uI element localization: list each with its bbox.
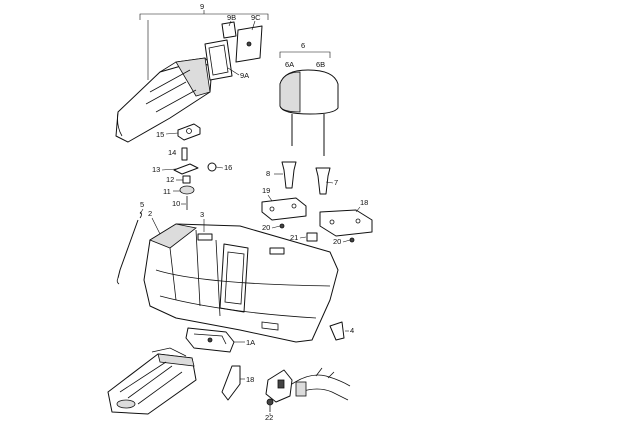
- callout-8: 8: [266, 169, 270, 178]
- armrest-frame-9a: [204, 39, 233, 81]
- callout-6: 6: [301, 41, 305, 50]
- callout-6a: 6A: [285, 60, 294, 69]
- callout-12: 12: [166, 175, 174, 184]
- bolt-stack: [173, 123, 217, 210]
- release-button-detail: [265, 367, 351, 412]
- callout-22: 22: [265, 413, 273, 422]
- rod-5: [116, 211, 142, 285]
- seat-backrest: [143, 223, 339, 343]
- cover-18: [221, 365, 241, 401]
- callout-1a: 1A: [246, 338, 255, 347]
- armrest: [115, 57, 213, 143]
- callout-4: 4: [350, 326, 354, 335]
- callout-9a: 9A: [240, 71, 249, 80]
- group-9-bracket: [139, 10, 269, 80]
- ski-bag: [107, 347, 197, 415]
- group-6-bracket: [279, 51, 331, 58]
- callout-14: 14: [168, 148, 176, 157]
- callout-7: 7: [334, 178, 338, 187]
- clip-4: [329, 321, 345, 341]
- callout-13: 13: [152, 165, 160, 174]
- bracket-19: [261, 197, 307, 221]
- callout-9b: 9B: [227, 13, 236, 22]
- callout-18b: 18: [246, 375, 254, 384]
- headrest-guides: [281, 161, 331, 195]
- callout-6b: 6B: [316, 60, 325, 69]
- latch-1a: [185, 327, 235, 353]
- callout-5: 5: [140, 200, 144, 209]
- callout-3: 3: [200, 210, 204, 219]
- bracket-18: [319, 209, 373, 237]
- callout-16: 16: [224, 163, 232, 172]
- headrest: [279, 69, 339, 156]
- callout-2: 2: [148, 209, 152, 218]
- callout-9c: 9C: [251, 13, 261, 22]
- lid-9c: [235, 25, 263, 63]
- callout-20a: 20: [262, 223, 270, 232]
- cup-insert-9b: [221, 21, 237, 39]
- callout-10: 10: [172, 199, 180, 208]
- callout-11: 11: [163, 187, 171, 196]
- callout-21: 21: [290, 233, 298, 242]
- callout-9: 9: [200, 2, 204, 11]
- callout-18: 18: [360, 198, 368, 207]
- callout-19: 19: [262, 186, 270, 195]
- callout-15: 15: [156, 130, 164, 139]
- callout-20b: 20: [333, 237, 341, 246]
